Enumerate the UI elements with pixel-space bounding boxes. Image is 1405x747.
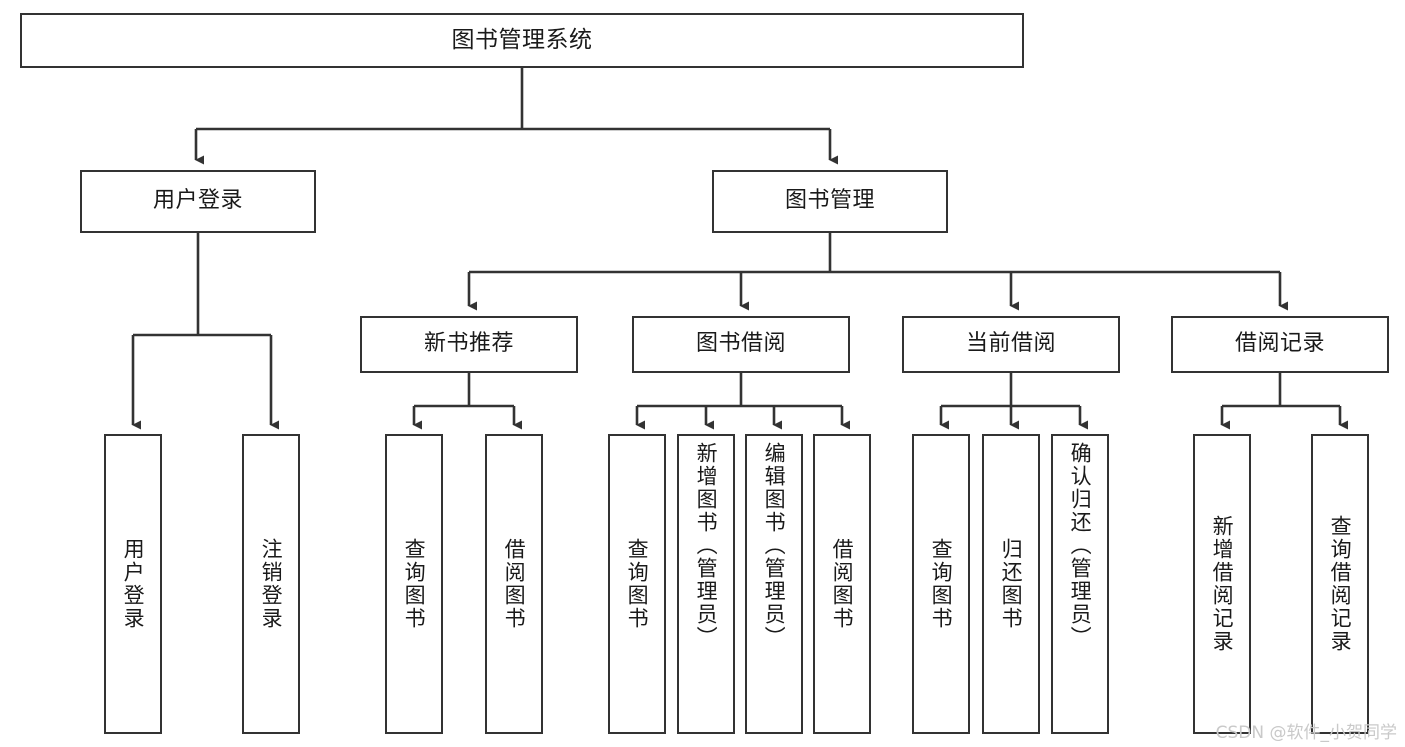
node-book-manage-label: 图书管理 bbox=[784, 188, 875, 214]
node-user-login-label: 用户登录 bbox=[152, 188, 243, 214]
leaf-query-book-2-label: 查询图书 bbox=[625, 538, 650, 630]
leaf-user-login[interactable]: 用户登录 bbox=[104, 434, 162, 734]
leaf-borrow-book-2[interactable]: 借阅图书 bbox=[813, 434, 871, 734]
node-current-borrow[interactable]: 当前借阅 bbox=[902, 316, 1120, 373]
leaf-query-book-1[interactable]: 查询图书 bbox=[385, 434, 443, 734]
leaf-borrow-book-1-label: 借阅图书 bbox=[502, 538, 527, 630]
node-new-book-recommend-label: 新书推荐 bbox=[423, 331, 514, 357]
leaf-add-book[interactable]: 新增图书（管理员） bbox=[677, 434, 735, 734]
csdn-watermark: CSDN @软件_小贺同学 bbox=[1215, 723, 1397, 743]
node-borrow-record-label: 借阅记录 bbox=[1234, 331, 1325, 357]
leaf-borrow-book-2-label: 借阅图书 bbox=[830, 538, 855, 630]
leaf-query-record[interactable]: 查询借阅记录 bbox=[1311, 434, 1369, 734]
leaf-user-login-label: 用户登录 bbox=[121, 538, 146, 630]
leaf-return-book-label: 归还图书 bbox=[999, 538, 1024, 630]
node-new-book-recommend[interactable]: 新书推荐 bbox=[360, 316, 578, 373]
node-book-borrow[interactable]: 图书借阅 bbox=[632, 316, 850, 373]
leaf-add-book-label: 新增图书（管理员） bbox=[694, 442, 719, 649]
leaf-query-record-label: 查询借阅记录 bbox=[1328, 515, 1353, 653]
node-book-borrow-label: 图书借阅 bbox=[695, 331, 786, 357]
node-user-login[interactable]: 用户登录 bbox=[80, 170, 316, 233]
node-borrow-record[interactable]: 借阅记录 bbox=[1171, 316, 1389, 373]
leaf-edit-book-label: 编辑图书（管理员） bbox=[762, 442, 787, 649]
leaf-query-book-2[interactable]: 查询图书 bbox=[608, 434, 666, 734]
node-root-system-label: 图书管理系统 bbox=[451, 26, 593, 53]
node-book-manage[interactable]: 图书管理 bbox=[712, 170, 948, 233]
leaf-confirm-return-label: 确认归还（管理员） bbox=[1068, 442, 1093, 649]
leaf-add-record-label: 新增借阅记录 bbox=[1210, 515, 1235, 653]
leaf-add-record[interactable]: 新增借阅记录 bbox=[1193, 434, 1251, 734]
leaf-query-book-3-label: 查询图书 bbox=[929, 538, 954, 630]
leaf-borrow-book-1[interactable]: 借阅图书 bbox=[485, 434, 543, 734]
leaf-logout-login[interactable]: 注销登录 bbox=[242, 434, 300, 734]
leaf-return-book[interactable]: 归还图书 bbox=[982, 434, 1040, 734]
node-current-borrow-label: 当前借阅 bbox=[965, 331, 1056, 357]
leaf-query-book-1-label: 查询图书 bbox=[402, 538, 427, 630]
leaf-confirm-return[interactable]: 确认归还（管理员） bbox=[1051, 434, 1109, 734]
leaf-logout-login-label: 注销登录 bbox=[259, 538, 284, 630]
leaf-edit-book[interactable]: 编辑图书（管理员） bbox=[745, 434, 803, 734]
leaf-query-book-3[interactable]: 查询图书 bbox=[912, 434, 970, 734]
node-root-system[interactable]: 图书管理系统 bbox=[20, 13, 1024, 68]
